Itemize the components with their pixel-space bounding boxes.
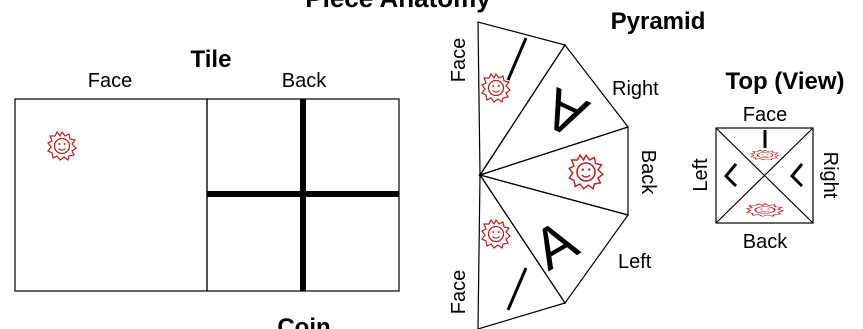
- pyramid-label-face-top: Face: [448, 38, 470, 82]
- pyramid-label-right: Right: [612, 78, 659, 100]
- top-view-right-chevron: [792, 164, 802, 186]
- sun-icon: [482, 74, 510, 102]
- pyramid-label-back: Back: [637, 150, 659, 195]
- sun-icon: [569, 155, 603, 189]
- pyramid-title: Pyramid: [611, 8, 706, 35]
- pyramid-glyph-upper: A: [534, 75, 597, 150]
- top-view-face-label: Face: [743, 104, 787, 126]
- tile-back-horizontal-bar: [207, 191, 399, 197]
- pyramid-face-top-bar: [508, 38, 526, 80]
- tile-title: Tile: [191, 46, 232, 73]
- sun-icon: [482, 220, 510, 248]
- sun-icon: [48, 132, 76, 160]
- top-view-section: Top (View) Face Back Left Right: [690, 68, 845, 253]
- top-view-left-label: Left: [690, 158, 712, 192]
- coin-title: Coin: [277, 314, 330, 329]
- tile-face: [15, 99, 207, 291]
- pyramid-label-left: Left: [618, 251, 652, 273]
- top-view-title: Top (View): [725, 68, 844, 95]
- sun-icon: [747, 204, 783, 217]
- sun-icon: [751, 150, 779, 160]
- tile-section: Tile Face Back: [15, 46, 399, 291]
- tile-face-label: Face: [88, 70, 132, 92]
- pyramid-section: Pyramid A A Face Right Back Left Face: [448, 8, 705, 329]
- top-view-right-label: Right: [819, 152, 841, 199]
- pyramid-label-face-bottom: Face: [448, 270, 470, 314]
- top-view-left-chevron: [726, 164, 736, 186]
- top-view-back-label: Back: [743, 231, 788, 253]
- pyramid-glyph-lower: A: [522, 207, 588, 283]
- page-title: Piece Anatomy: [305, 0, 491, 13]
- tile-back-label: Back: [282, 70, 327, 92]
- pyramid-face-bottom-bar: [508, 268, 526, 310]
